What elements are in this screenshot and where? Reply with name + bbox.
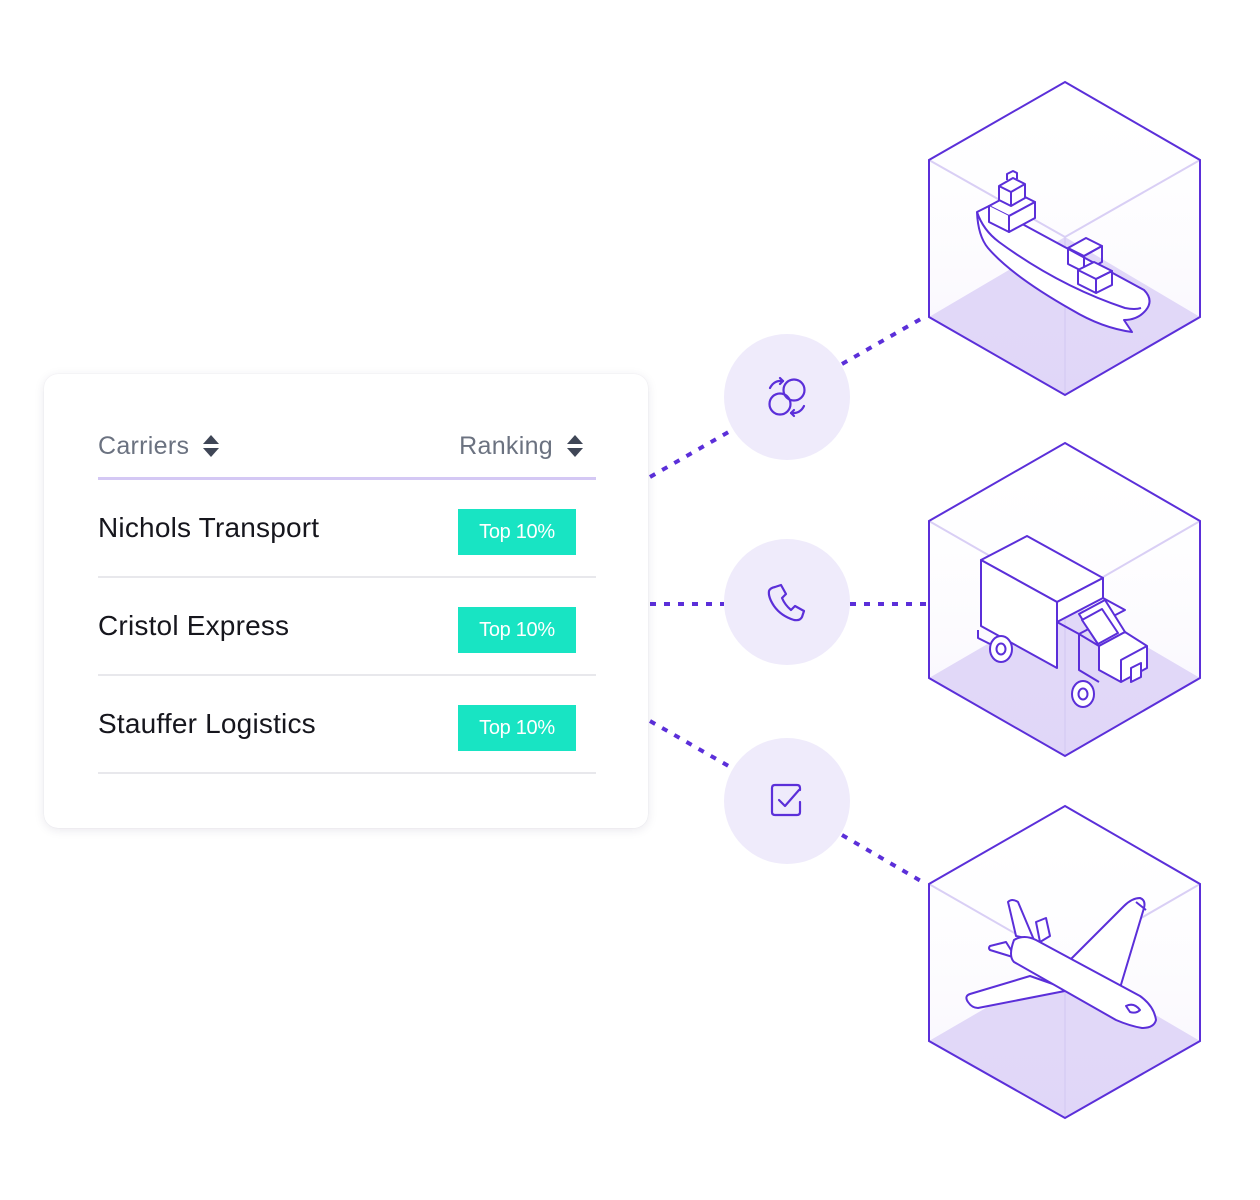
- sort-icon[interactable]: [202, 433, 220, 459]
- carriers-ranking-card: Carriers Ranking Nichols Transport Top 1…: [44, 374, 648, 828]
- ranking-column-header[interactable]: Ranking: [459, 428, 584, 464]
- connector-line-bottom-left: [649, 719, 733, 770]
- carrier-name: Cristol Express: [98, 610, 290, 641]
- table-row[interactable]: Cristol Express Top 10%: [98, 578, 596, 676]
- phone-icon: [767, 583, 806, 622]
- carrier-name: Stauffer Logistics: [98, 708, 316, 739]
- table-row[interactable]: Stauffer Logistics Top 10%: [98, 676, 596, 774]
- ranking-badge: Top 10%: [458, 509, 576, 555]
- ranking-badge: Top 10%: [458, 607, 576, 653]
- connector-node-check: [724, 738, 850, 864]
- table-row[interactable]: Nichols Transport Top 10%: [98, 480, 596, 578]
- ranking-header-label: Ranking: [459, 431, 553, 460]
- swap-circles-icon: [768, 376, 806, 418]
- connector-lines: [649, 314, 928, 886]
- carriers-header-label: Carriers: [98, 431, 190, 460]
- sort-icon[interactable]: [566, 433, 584, 459]
- cargo-ship-icon: [976, 170, 1151, 333]
- checkbox-icon: [770, 783, 802, 817]
- connector-node-swap: [724, 334, 850, 460]
- connector-line-top-left: [649, 428, 733, 479]
- delivery-truck-icon: [977, 535, 1148, 708]
- cargo-ship-cube: [928, 80, 1201, 397]
- ranking-badge: Top 10%: [458, 705, 576, 751]
- connector-node-phone: [724, 539, 850, 665]
- airplane-cube: [928, 804, 1201, 1120]
- carrier-name: Nichols Transport: [98, 512, 320, 543]
- table-header: Carriers Ranking: [98, 428, 596, 480]
- delivery-truck-cube: [928, 441, 1201, 758]
- airplane-icon: [965, 897, 1157, 1029]
- carriers-column-header[interactable]: Carriers: [98, 428, 220, 464]
- connector-line-bottom-right: [840, 833, 928, 886]
- connector-line-top-right: [841, 314, 927, 366]
